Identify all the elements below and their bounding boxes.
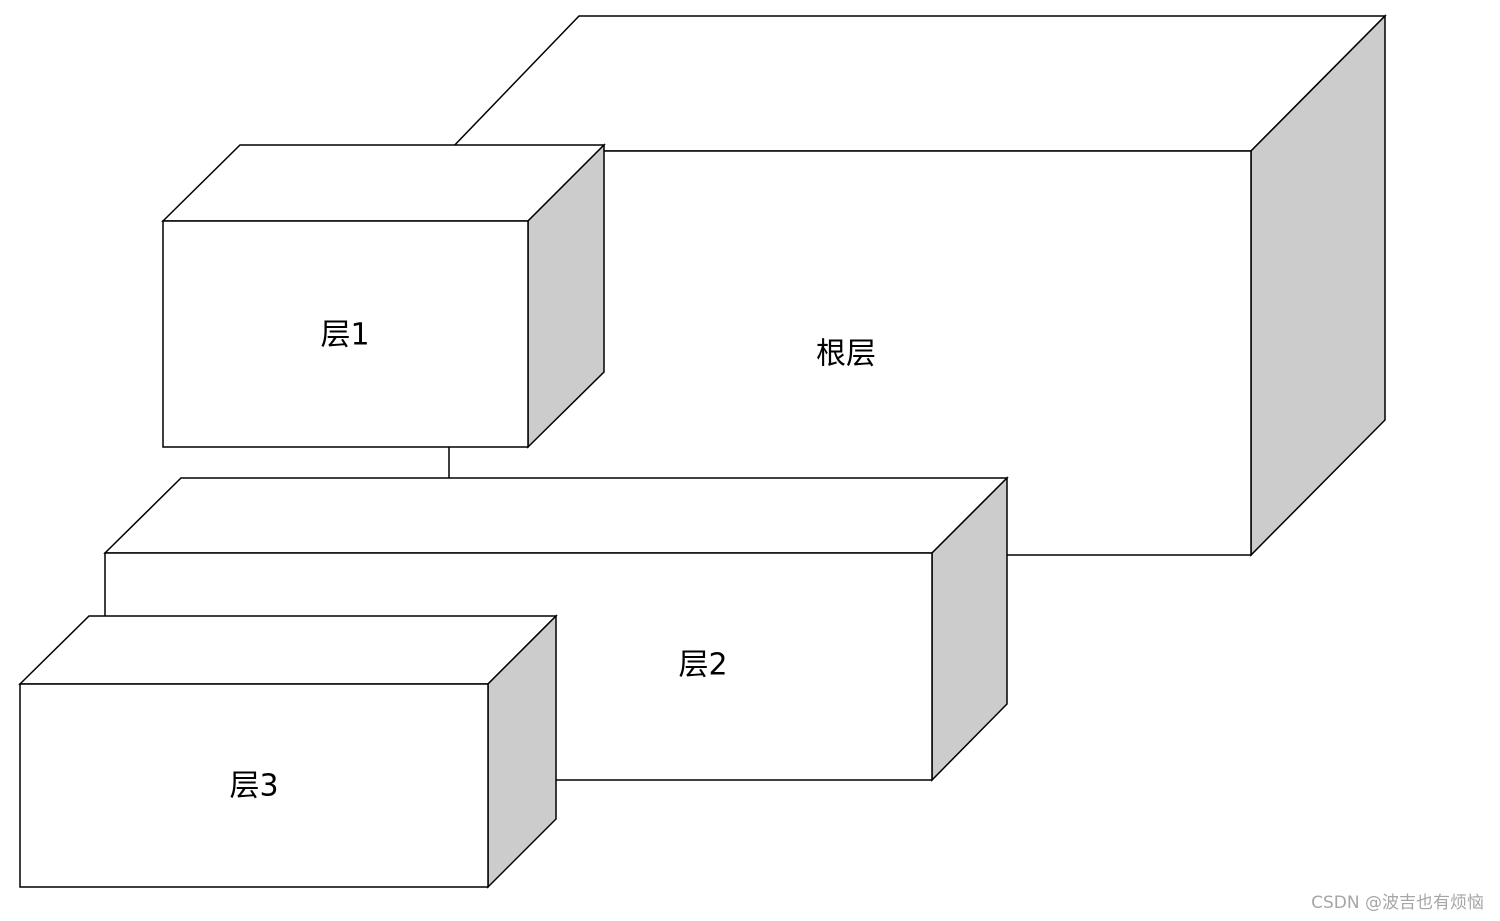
root-layer-box: 根层	[447, 14, 1387, 557]
layer3-box: 层3	[18, 614, 558, 889]
layer1-front-face	[162, 220, 529, 448]
root-layer-top-face	[447, 15, 1387, 152]
layer3-front-face	[19, 683, 489, 888]
layer1-top-face	[161, 144, 606, 222]
layer2-top-face	[103, 477, 1009, 554]
watermark-text: CSDN @波吉也有烦恼	[1311, 893, 1484, 913]
layer2-label: 层2	[678, 648, 727, 683]
layer3-top-face	[18, 615, 558, 685]
layer1-label: 层1	[320, 318, 369, 353]
root-layer-label: 根层	[816, 337, 876, 372]
layer3-label: 层3	[229, 769, 278, 804]
layer1-box: 层1	[161, 143, 606, 449]
